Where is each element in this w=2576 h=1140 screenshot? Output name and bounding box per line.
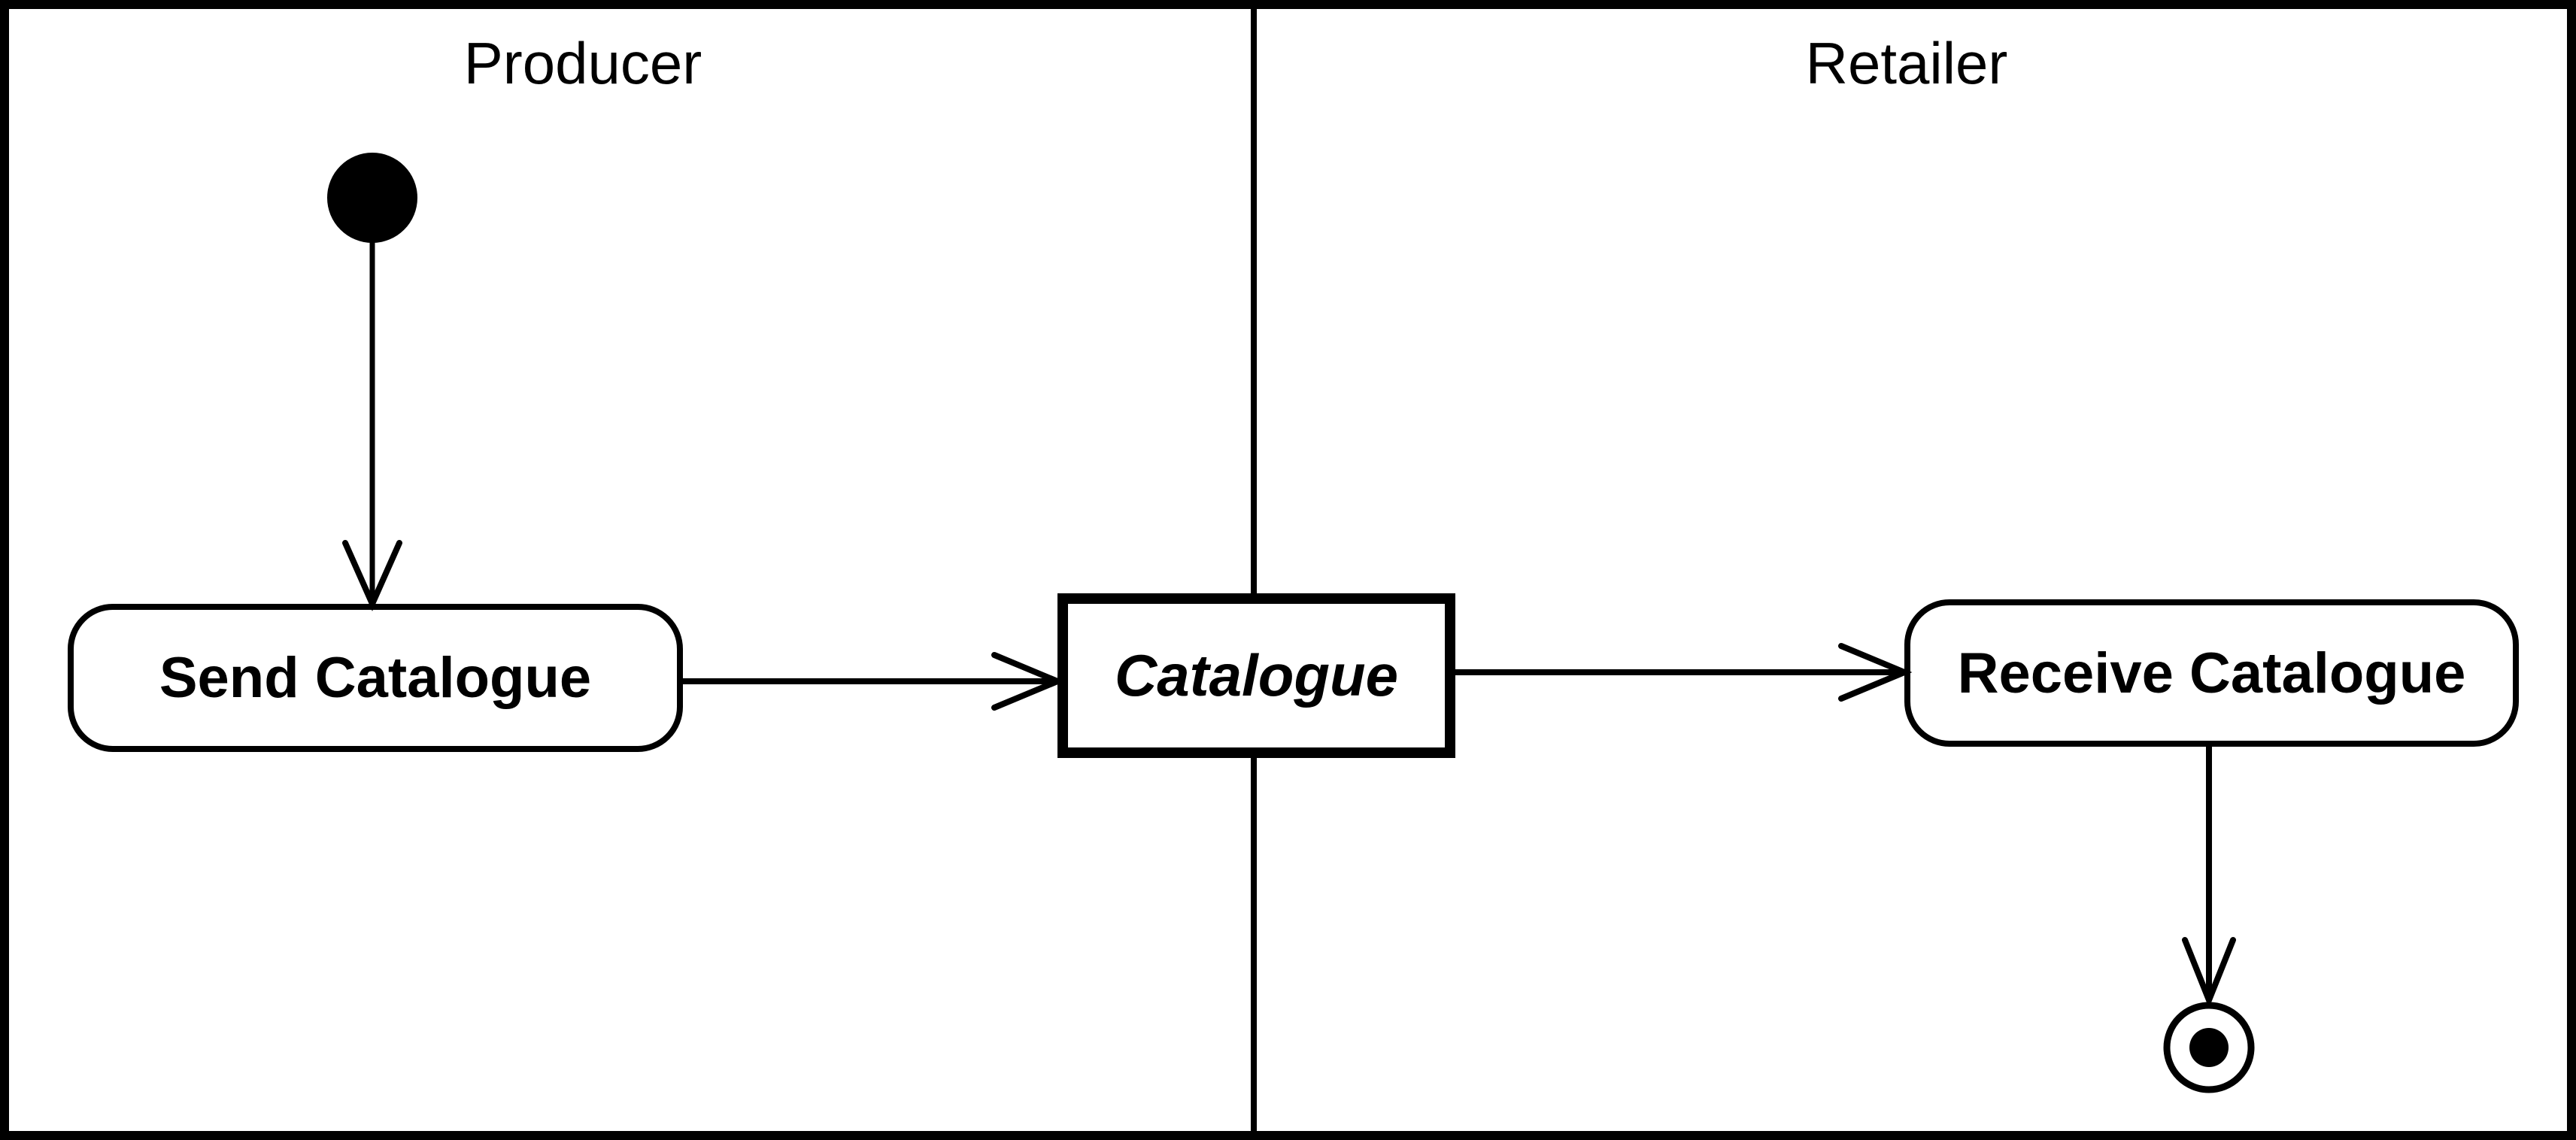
action-node-send-catalogue: Send Catalogue	[68, 604, 683, 752]
object-label: Catalogue	[1114, 642, 1399, 708]
action-label: Send Catalogue	[159, 646, 592, 710]
lane-label-producer: Producer	[463, 30, 702, 96]
swimlane-divider	[1251, 9, 1257, 1131]
object-node-catalogue: Catalogue	[1057, 593, 1455, 758]
action-node-receive-catalogue: Receive Catalogue	[1904, 599, 2519, 747]
action-label: Receive Catalogue	[1957, 641, 2466, 705]
lane-label-retailer: Retailer	[1805, 30, 2008, 96]
